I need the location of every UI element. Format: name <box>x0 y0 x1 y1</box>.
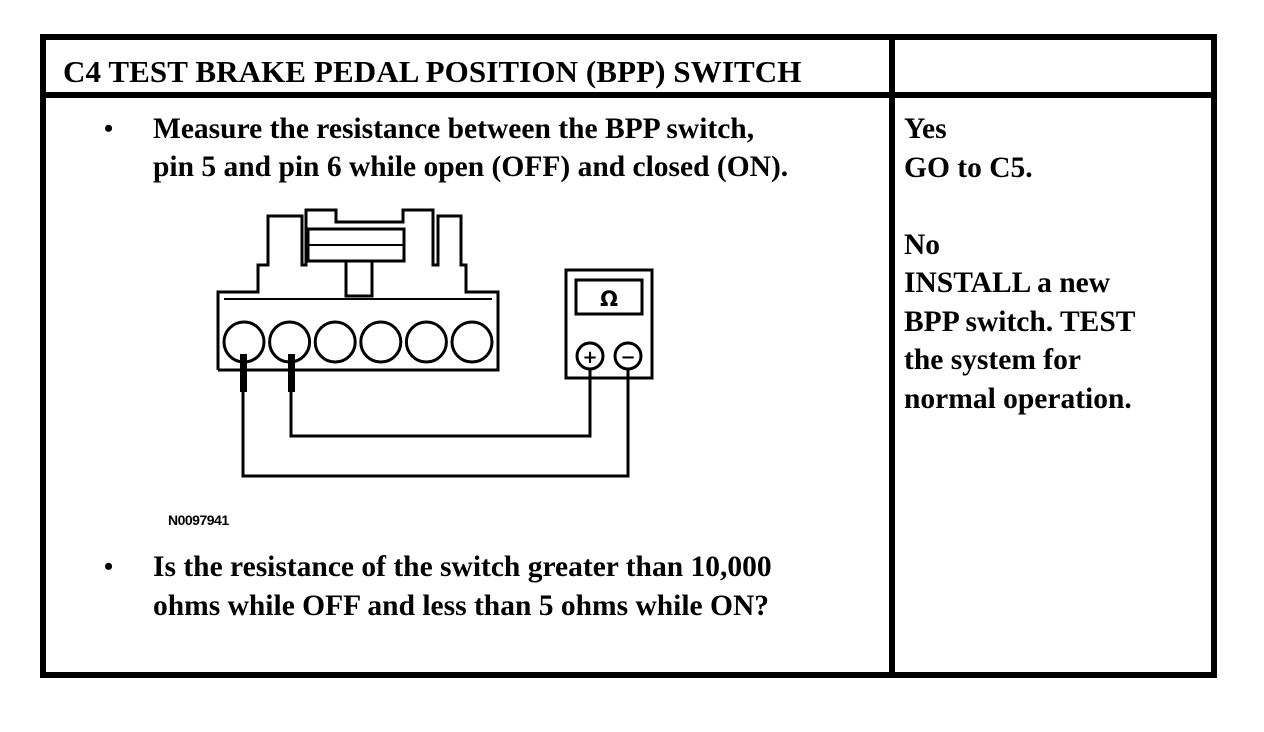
test-title: C4 TEST BRAKE PEDAL POSITION (BPP) SWITC… <box>63 54 802 89</box>
step-verify-line-1: Is the resistance of the switch greater … <box>153 551 772 583</box>
result-no-label: No <box>904 228 941 261</box>
step-verify-line-2: ohms while OFF and less than 5 ohms whil… <box>153 590 770 622</box>
result-no-action-line-4: normal operation. <box>904 382 1132 415</box>
results-cell: Yes GO to C5. No INSTALL a new BPP switc… <box>889 92 1217 678</box>
results-text: Yes GO to C5. No INSTALL a new BPP switc… <box>895 98 1211 418</box>
connector-pins <box>222 320 494 364</box>
switch-housing-outline <box>216 208 500 372</box>
step-measure-line-1: Measure the resistance between the BPP s… <box>153 113 755 145</box>
bpp-switch-resistance-diagram: Ω + − <box>216 208 654 478</box>
switch-stem <box>344 259 374 298</box>
test-step-table: C4 TEST BRAKE PEDAL POSITION (BPP) SWITC… <box>40 34 1217 678</box>
bullet-marker: • <box>104 552 114 581</box>
result-yes-action: GO to C5. <box>904 151 1033 184</box>
negative-terminal-label: − <box>620 347 635 368</box>
ohmmeter-positive-jack <box>575 341 605 371</box>
ohmmeter-display <box>574 278 644 316</box>
probe-tip-pin-5 <box>240 354 247 392</box>
result-no-action-line-2: BPP switch. TEST <box>904 305 1136 338</box>
test-lead-negative <box>241 370 630 478</box>
probe-tip-pin-6 <box>288 354 295 392</box>
procedure-cell: • Measure the resistance between the BPP… <box>40 92 895 678</box>
result-yes-label: Yes <box>904 113 947 145</box>
connector-pin-3 <box>313 320 357 364</box>
test-lead-positive <box>289 370 592 438</box>
step-measure-line-2: pin 5 and pin 6 while open (OFF) and clo… <box>153 151 789 183</box>
result-no-action-line-3: the system for <box>904 344 1081 376</box>
ohm-symbol: Ω <box>600 287 618 311</box>
results-header-cell <box>889 34 1217 98</box>
result-no-action-line-1: INSTALL a new <box>904 267 1111 299</box>
connector-pin-6 <box>450 320 494 364</box>
positive-terminal-label: + <box>582 347 597 368</box>
probe-tips <box>240 354 295 392</box>
bullet-marker: • <box>104 114 114 143</box>
test-header-cell: C4 TEST BRAKE PEDAL POSITION (BPP) SWITC… <box>40 34 895 98</box>
connector-pin-5 <box>404 320 448 364</box>
ohmmeter-body <box>564 268 654 380</box>
connector-pin-4 <box>359 320 403 364</box>
ohmmeter-negative-jack <box>613 341 643 371</box>
figure-id: N0097941 <box>168 512 229 528</box>
